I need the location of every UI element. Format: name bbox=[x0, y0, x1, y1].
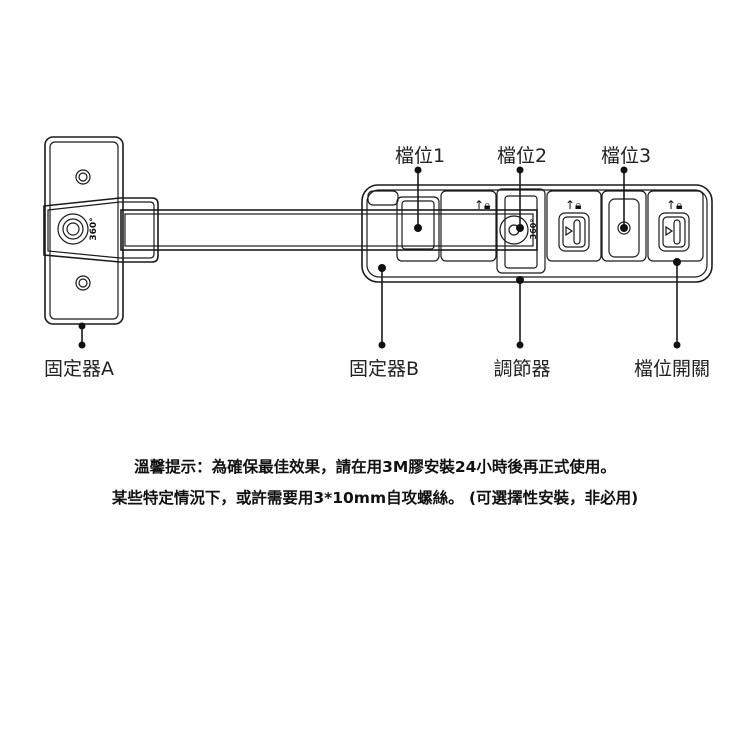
fixer-a-bracket bbox=[44, 136, 124, 325]
fixer-b-bracket: ↑🔒︎ ↑🔒︎ ↑🔒︎ bbox=[361, 184, 713, 283]
unlock-icon: ↑🔒︎ bbox=[666, 198, 682, 212]
label-gear-1: 檔位1 bbox=[395, 145, 445, 167]
rotation-label-b: 360° bbox=[529, 219, 538, 240]
label-gear-2: 檔位2 bbox=[497, 145, 547, 167]
label-gear-3: 檔位3 bbox=[601, 145, 651, 167]
label-gear-switch: 檔位開關 bbox=[634, 358, 710, 380]
note-line-1: 溫馨提示：為確保最佳效果，請在用3M膠安裝24小時後再正式使用。 bbox=[134, 458, 616, 476]
label-fixer-b: 固定器B bbox=[349, 358, 419, 380]
note-line-2: 某些特定情況下，或許需要用3*10mm自攻螺絲。 (可選擇性安裝，非必用) bbox=[111, 489, 639, 507]
unlock-icon: ↑🔒︎ bbox=[474, 198, 490, 212]
label-adjuster: 調節器 bbox=[493, 358, 550, 380]
callouts bbox=[78, 166, 681, 349]
unlock-icon: ↑🔒︎ bbox=[565, 198, 581, 212]
label-fixer-a: 固定器A bbox=[44, 358, 114, 380]
adjuster-arm: 360° bbox=[120, 209, 538, 251]
hinge-a: 360° bbox=[43, 197, 159, 263]
rotation-label-a: 360° bbox=[89, 217, 99, 240]
